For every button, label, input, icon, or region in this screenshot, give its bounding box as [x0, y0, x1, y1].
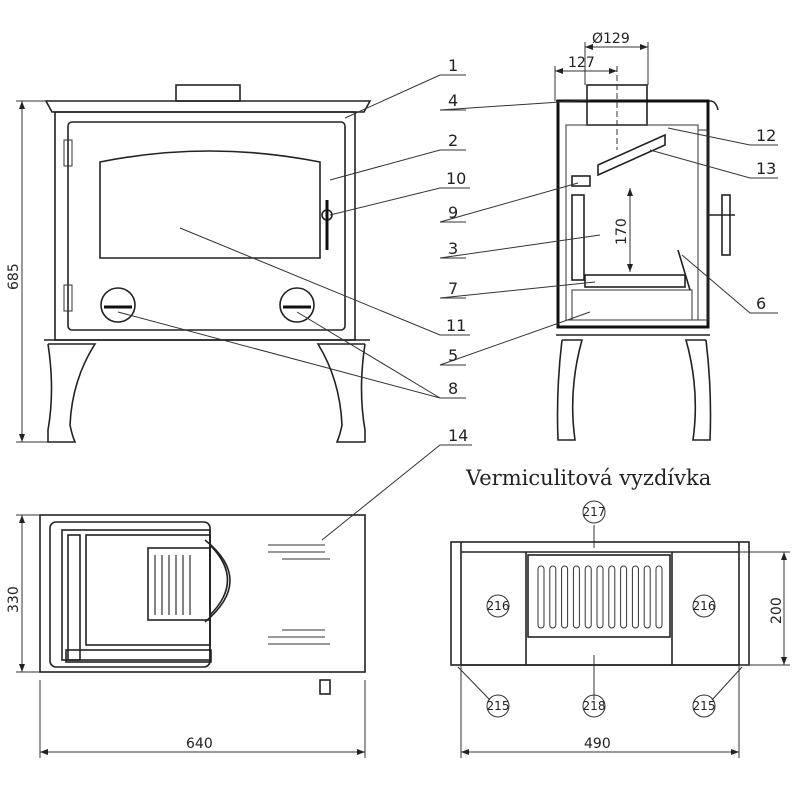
hinge-bottom	[63, 284, 73, 312]
width-dimension: 640	[186, 736, 213, 752]
glass-window	[99, 150, 321, 259]
svg-text:218: 218	[583, 699, 606, 713]
grate-slot	[572, 565, 580, 629]
vermiculite-lining-view: Vermiculitová vyzdívka 217 216 216 215 2…	[450, 466, 790, 758]
label-5: 5	[448, 346, 458, 365]
part-217: 217	[582, 500, 606, 524]
svg-text:216: 216	[487, 599, 510, 613]
hinge-top	[63, 139, 73, 167]
label-2: 2	[448, 131, 458, 150]
side-view: Ø129 127 170 4 12 13 9 3 7 6 5	[439, 31, 778, 441]
flue-diameter-dimension: Ø129	[592, 31, 630, 47]
left-leg	[47, 343, 97, 443]
part-215-left: 215	[486, 694, 510, 718]
label-11: 11	[446, 316, 466, 335]
label-3: 3	[448, 239, 458, 258]
svg-text:215: 215	[693, 699, 716, 713]
grate-slot	[549, 565, 557, 629]
air-control-right	[279, 287, 315, 323]
flue-collar	[175, 84, 241, 102]
part-216-right: 216	[692, 594, 716, 618]
side-handle	[721, 194, 731, 256]
side-leg-back	[684, 339, 712, 441]
grate-slot	[537, 565, 545, 629]
door	[67, 121, 346, 331]
ash-pan	[571, 289, 693, 321]
grate-slot	[631, 565, 639, 629]
top-outline	[39, 514, 366, 673]
label-4: 4	[448, 91, 458, 110]
top-plate	[44, 100, 372, 113]
grate-slot	[620, 565, 628, 629]
flue-outline	[209, 544, 229, 616]
grate-slot	[608, 565, 616, 629]
label-1: 1	[448, 56, 458, 75]
grate	[584, 274, 686, 288]
grate-slot	[643, 565, 651, 629]
grate-slot	[584, 565, 592, 629]
grate-plate	[527, 554, 671, 638]
part-216-left: 216	[486, 594, 510, 618]
lining-width-dimension: 490	[584, 736, 611, 752]
side-body	[556, 99, 710, 329]
top-plate-side	[556, 100, 719, 111]
svg-text:217: 217	[583, 505, 606, 519]
svg-text:216: 216	[693, 599, 716, 613]
flue-offset-dimension: 127	[568, 55, 595, 71]
svg-text:215: 215	[487, 699, 510, 713]
right-leg	[316, 343, 366, 443]
lining-height-dimension: 200	[769, 597, 785, 624]
label-6: 6	[756, 294, 766, 313]
bracket	[571, 175, 591, 187]
label-9: 9	[448, 203, 458, 222]
depth-dimension: 330	[6, 586, 22, 613]
lining-title: Vermiculitová vyzdívka	[465, 466, 711, 490]
grate-slot	[561, 565, 569, 629]
side-leg-front	[556, 339, 584, 441]
air-control-left	[100, 287, 136, 323]
part-215-right: 215	[692, 694, 716, 718]
label-10: 10	[446, 169, 466, 188]
label-14: 14	[448, 426, 468, 445]
label-13: 13	[756, 159, 776, 178]
label-8: 8	[448, 379, 458, 398]
label-12: 12	[756, 126, 776, 145]
baffle	[597, 133, 666, 177]
baffle-height-dimension: 170	[614, 218, 630, 245]
handle-stub	[319, 679, 331, 695]
height-dimension: 685	[6, 263, 22, 290]
label-7: 7	[448, 279, 458, 298]
top-view: 330 640 14	[6, 426, 472, 758]
grate-slot	[655, 565, 663, 629]
front-view: 685 1 2 10 11 8	[6, 56, 470, 443]
grate-slot	[596, 565, 604, 629]
part-218: 218	[582, 694, 606, 718]
